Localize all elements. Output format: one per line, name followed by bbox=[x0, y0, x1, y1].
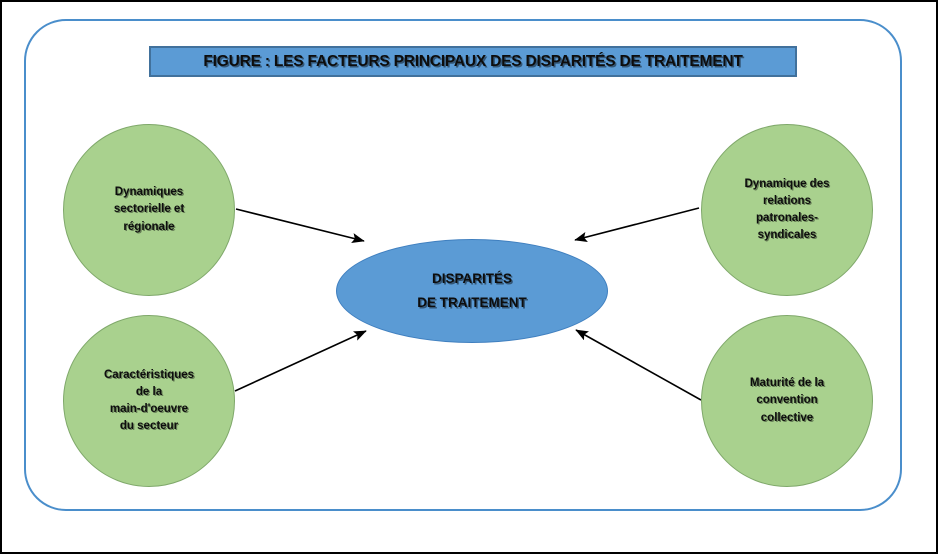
diagram-inner-frame bbox=[24, 19, 902, 511]
factor-node-dynamique-relations-patronales-syndicales[interactable]: Dynamique des relations patronales- synd… bbox=[701, 124, 873, 296]
factor-label: Maturité de la convention collective bbox=[749, 377, 825, 424]
factor-node-dynamiques-sectorielle-regionale[interactable]: Dynamiques sectorielle et régionale bbox=[63, 124, 235, 296]
factor-label: Dynamiques sectorielle et régionale bbox=[113, 186, 185, 233]
factor-node-caracteristiques-main-doeuvre-secteur[interactable]: Caractéristiques de la main-d'oeuvre du … bbox=[63, 315, 235, 487]
center-node-disparites-de-traitement[interactable]: DISPARITÉS DE TRAITEMENT bbox=[336, 239, 608, 343]
factor-label: Caractéristiques de la main-d'oeuvre du … bbox=[103, 368, 195, 433]
figure-title-banner: FIGURE : LES FACTEURS PRINCIPAUX DES DIS… bbox=[149, 46, 797, 77]
center-label: DISPARITÉS DE TRAITEMENT bbox=[417, 270, 527, 310]
factor-node-maturite-convention-collective[interactable]: Maturité de la convention collective bbox=[701, 315, 873, 487]
factor-label: Dynamique des relations patronales- synd… bbox=[744, 177, 830, 242]
figure-title-text: FIGURE : LES FACTEURS PRINCIPAUX DES DIS… bbox=[203, 52, 743, 70]
